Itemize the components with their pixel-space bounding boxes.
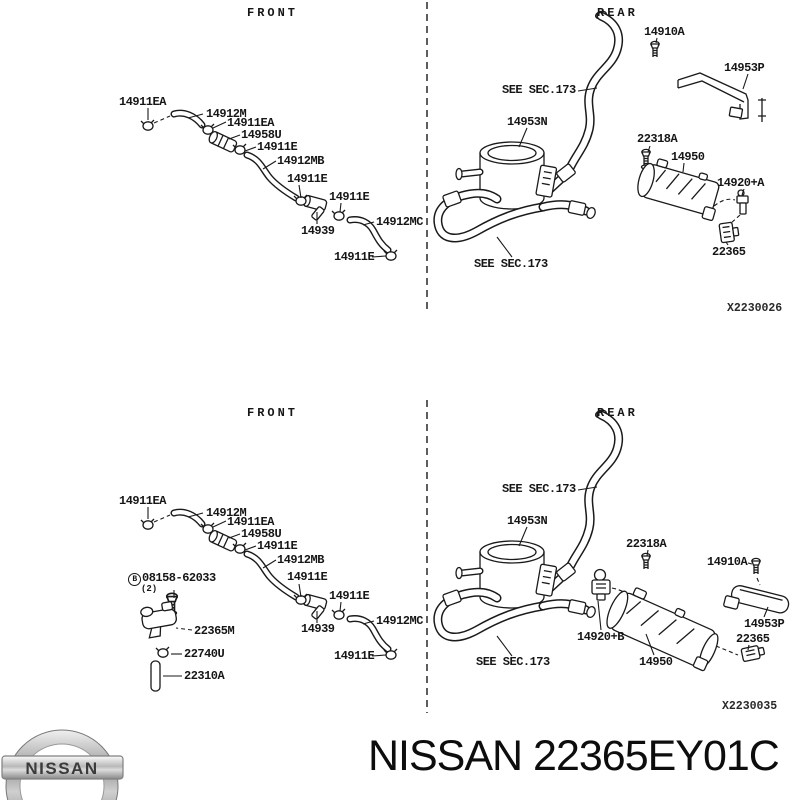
part-label: 14911E [334,649,375,663]
part-label: 22318A [626,537,667,551]
front-extra-parts [140,590,193,692]
part-label: 14911E [287,172,328,186]
bottom-panel-art [140,400,790,713]
nissan-logo: NISSAN [1,729,124,800]
part-label: 14953N [507,115,548,129]
see-section-ref: SEE SEC.173 [476,655,550,669]
rear-right-assembly [637,37,766,246]
part-label: 14939 [301,622,335,636]
rear-hose-canister [438,10,619,257]
part-label: 22740U [184,647,225,661]
part-label: 14912MB [277,154,324,168]
part-label: 14958U [241,527,282,541]
rear-hose-canister [438,409,619,656]
rear-heading: REAR [597,6,638,20]
part-label: 14911E [334,250,375,264]
bolt-qty: (2) [141,584,158,594]
part-label: 14953P [724,61,765,75]
rear-heading: REAR [597,406,638,420]
brand-part-number: NISSAN 22365EY01C [368,732,780,780]
front-heading: FRONT [247,6,299,20]
front-heading: FRONT [247,406,299,420]
part-label: 22365M [194,624,235,638]
part-label: 14912MB [277,553,324,567]
part-label: 14939 [301,224,335,238]
top-panel-art [141,2,766,310]
part-label: 14911E [257,539,298,553]
logo-wordmark: NISSAN [25,759,98,778]
part-label: 14911EA [227,116,274,130]
part-label: 14912M [206,506,247,520]
part-label: 14920+B [577,630,624,644]
part-label: 14910A [644,25,685,39]
rear-right-assembly [591,549,790,672]
see-section-ref: SEE SEC.173 [502,83,576,97]
part-label: 14953P [744,617,785,631]
part-label: 14911EA [119,95,166,109]
circled-b-icon: B [128,573,141,586]
part-label: 22365 [736,632,770,646]
part-label: 14911E [287,570,328,584]
part-label: 14920+A [717,176,764,190]
diagram-code: X2230035 [722,700,778,713]
part-label: 14950 [671,150,705,164]
part-label: 14912MC [376,215,423,229]
part-label: 14912MC [376,614,423,628]
part-label: 14912M [206,107,247,121]
part-label: 14911EA [227,515,274,529]
part-label: 14911EA [119,494,166,508]
see-section-ref: SEE SEC.173 [502,482,576,496]
part-label: 14911E [257,140,298,154]
part-label: 22318A [637,132,678,146]
part-label: 14910A [707,555,748,569]
part-label: 14950 [639,655,673,669]
bolt-part-number: 08158-62033 [142,571,216,585]
part-label: 14911E [329,190,370,204]
see-section-ref: SEE SEC.173 [474,257,548,271]
part-label: 14911E [329,589,370,603]
part-label: 22310A [184,669,225,683]
part-label: 14958U [241,128,282,142]
part-label: 14953N [507,514,548,528]
part-label: 22365 [712,245,746,259]
diagram-code: X2230026 [727,302,783,315]
